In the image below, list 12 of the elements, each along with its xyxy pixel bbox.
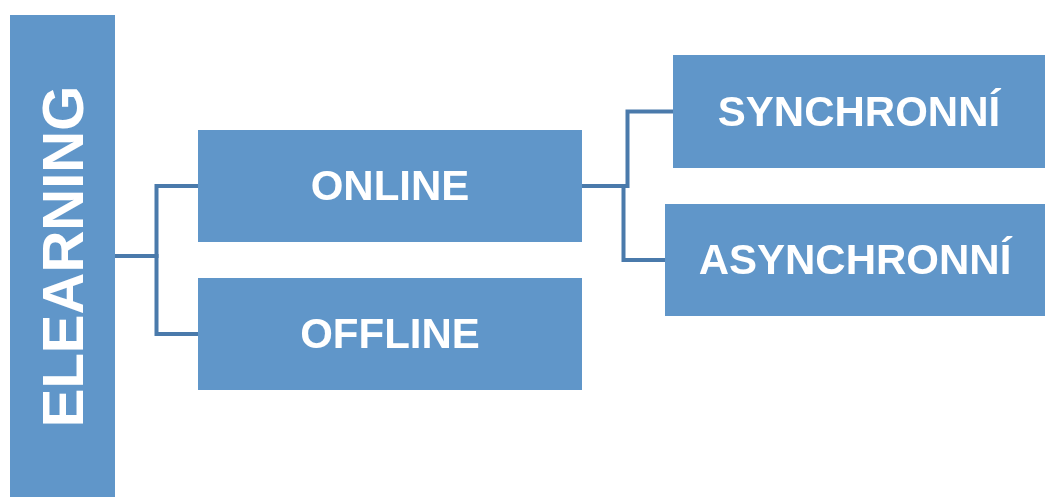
category-label: ELEARNING bbox=[29, 85, 96, 427]
connector-line bbox=[582, 184, 665, 262]
category-box bbox=[198, 130, 582, 242]
category-box bbox=[10, 15, 115, 497]
category-label: SYNCHRONNÍ bbox=[717, 87, 1001, 136]
category-label: OFFLINE bbox=[300, 310, 480, 358]
category-box bbox=[198, 278, 582, 390]
category-box bbox=[673, 55, 1045, 168]
connector-line bbox=[115, 254, 198, 336]
category-label: ONLINE bbox=[310, 162, 470, 210]
category-box bbox=[665, 204, 1045, 316]
category-label: ASYNCHRONNÍ bbox=[698, 236, 1012, 284]
